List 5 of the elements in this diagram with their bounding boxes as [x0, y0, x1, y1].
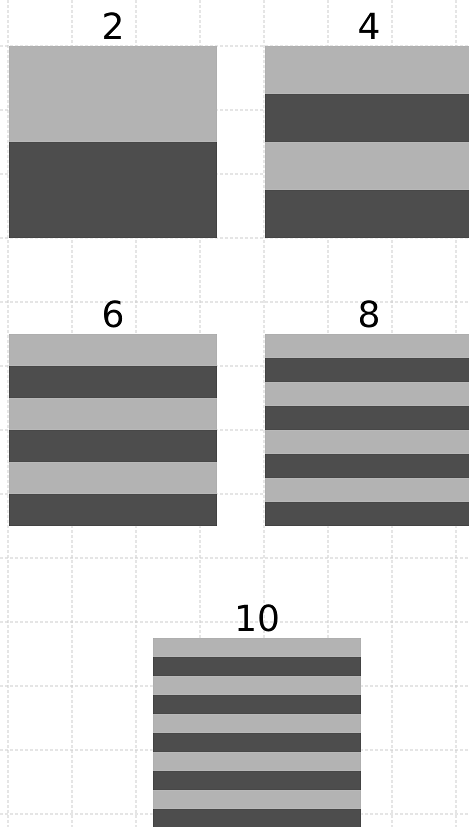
number-label: 4	[356, 10, 382, 46]
number-label: 6	[100, 298, 126, 334]
number-label: 2	[100, 10, 126, 46]
number-label: 8	[356, 298, 382, 334]
number-label: 10	[233, 602, 281, 638]
